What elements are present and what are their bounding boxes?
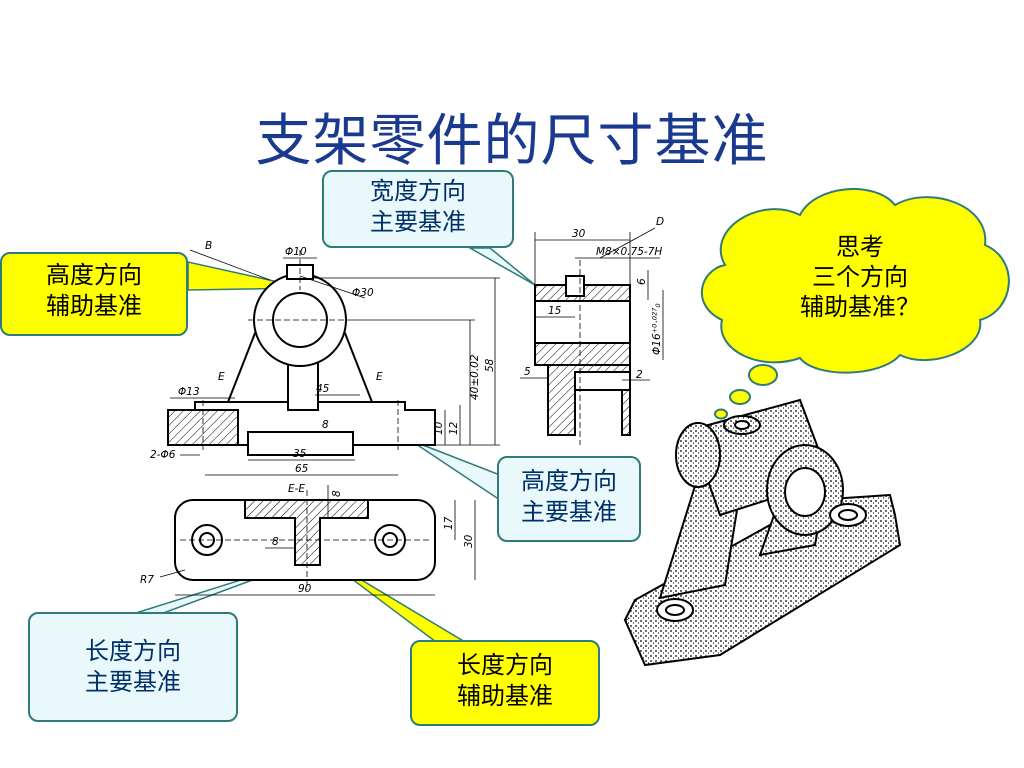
label-15: 15 [548, 305, 562, 317]
callout-height-main-line1: 高度方向 [521, 467, 617, 495]
label-phi10: Φ10 [285, 246, 307, 258]
side-view [534, 260, 631, 445]
label-30-top: 30 [572, 228, 586, 240]
thought-text: 思考 三个方向 辅助基准？ [760, 232, 960, 322]
callout-length-aux: 长度方向 辅助基准 [410, 640, 600, 726]
thought-line2: 三个方向 [812, 263, 908, 291]
callout-length-main-line1: 长度方向 [85, 637, 181, 665]
label-B: B [205, 240, 212, 252]
label-2-phi6: 2-Φ6 [150, 449, 176, 461]
label-8-c: 8 [272, 536, 279, 548]
label-E-right: E [376, 371, 383, 383]
callout-width-main: 宽度方向 主要基准 [322, 170, 514, 248]
callout-width-main-line2: 主要基准 [370, 208, 466, 236]
callout-height-main-line2: 主要基准 [521, 498, 617, 526]
thought-line3: 辅助基准？ [800, 293, 920, 321]
label-30-side: 30 [463, 534, 475, 548]
label-65: 65 [295, 463, 309, 475]
isometric-part [623, 398, 902, 667]
callout-height-aux-line2: 辅助基准 [46, 292, 142, 320]
label-35: 35 [293, 448, 307, 460]
label-thread: M8×0.75-7H [596, 246, 662, 258]
label-phi16: Φ16⁺⁰·⁰²⁷₀ [651, 303, 663, 355]
callout-length-aux-line2: 辅助基准 [457, 682, 553, 710]
leader-height-main [409, 439, 501, 502]
label-EE: E-E [288, 483, 305, 495]
label-8-b: 8 [331, 490, 343, 497]
top-view-dims [159, 485, 476, 596]
side-view-dims [520, 227, 664, 381]
label-5: 5 [524, 366, 531, 378]
label-17: 17 [443, 516, 455, 530]
label-D: D [656, 216, 664, 228]
front-view [167, 250, 436, 456]
label-phi13: Φ13 [178, 386, 200, 398]
label-58: 58 [484, 358, 496, 372]
thought-cloud [701, 188, 1010, 420]
label-90: 90 [298, 583, 312, 595]
thought-line1: 思考 [836, 233, 884, 261]
label-2: 2 [636, 369, 643, 381]
page-title: 支架零件的尺寸基准 [255, 109, 769, 174]
callout-length-main-line2: 主要基准 [85, 668, 181, 696]
label-8: 8 [322, 419, 329, 431]
label-E-left: E [218, 371, 225, 383]
callout-height-main: 高度方向 主要基准 [497, 456, 641, 542]
label-R7: R7 [140, 574, 154, 586]
callout-length-aux-line1: 长度方向 [457, 651, 553, 679]
leader-width-main [467, 247, 536, 286]
label-12: 12 [448, 421, 460, 435]
callout-length-main: 长度方向 主要基准 [28, 612, 238, 722]
front-view-dims [170, 249, 500, 476]
label-10: 10 [433, 421, 445, 435]
label-phi30: Φ30 [352, 287, 374, 299]
label-40: 40±0.02 [469, 354, 481, 400]
callout-height-aux-line1: 高度方向 [46, 261, 142, 289]
label-6: 6 [636, 278, 648, 285]
top-view [174, 490, 436, 590]
callout-height-aux: 高度方向 辅助基准 [0, 252, 188, 336]
label-45: 45 [316, 383, 330, 395]
callout-width-main-line1: 宽度方向 [370, 177, 466, 205]
